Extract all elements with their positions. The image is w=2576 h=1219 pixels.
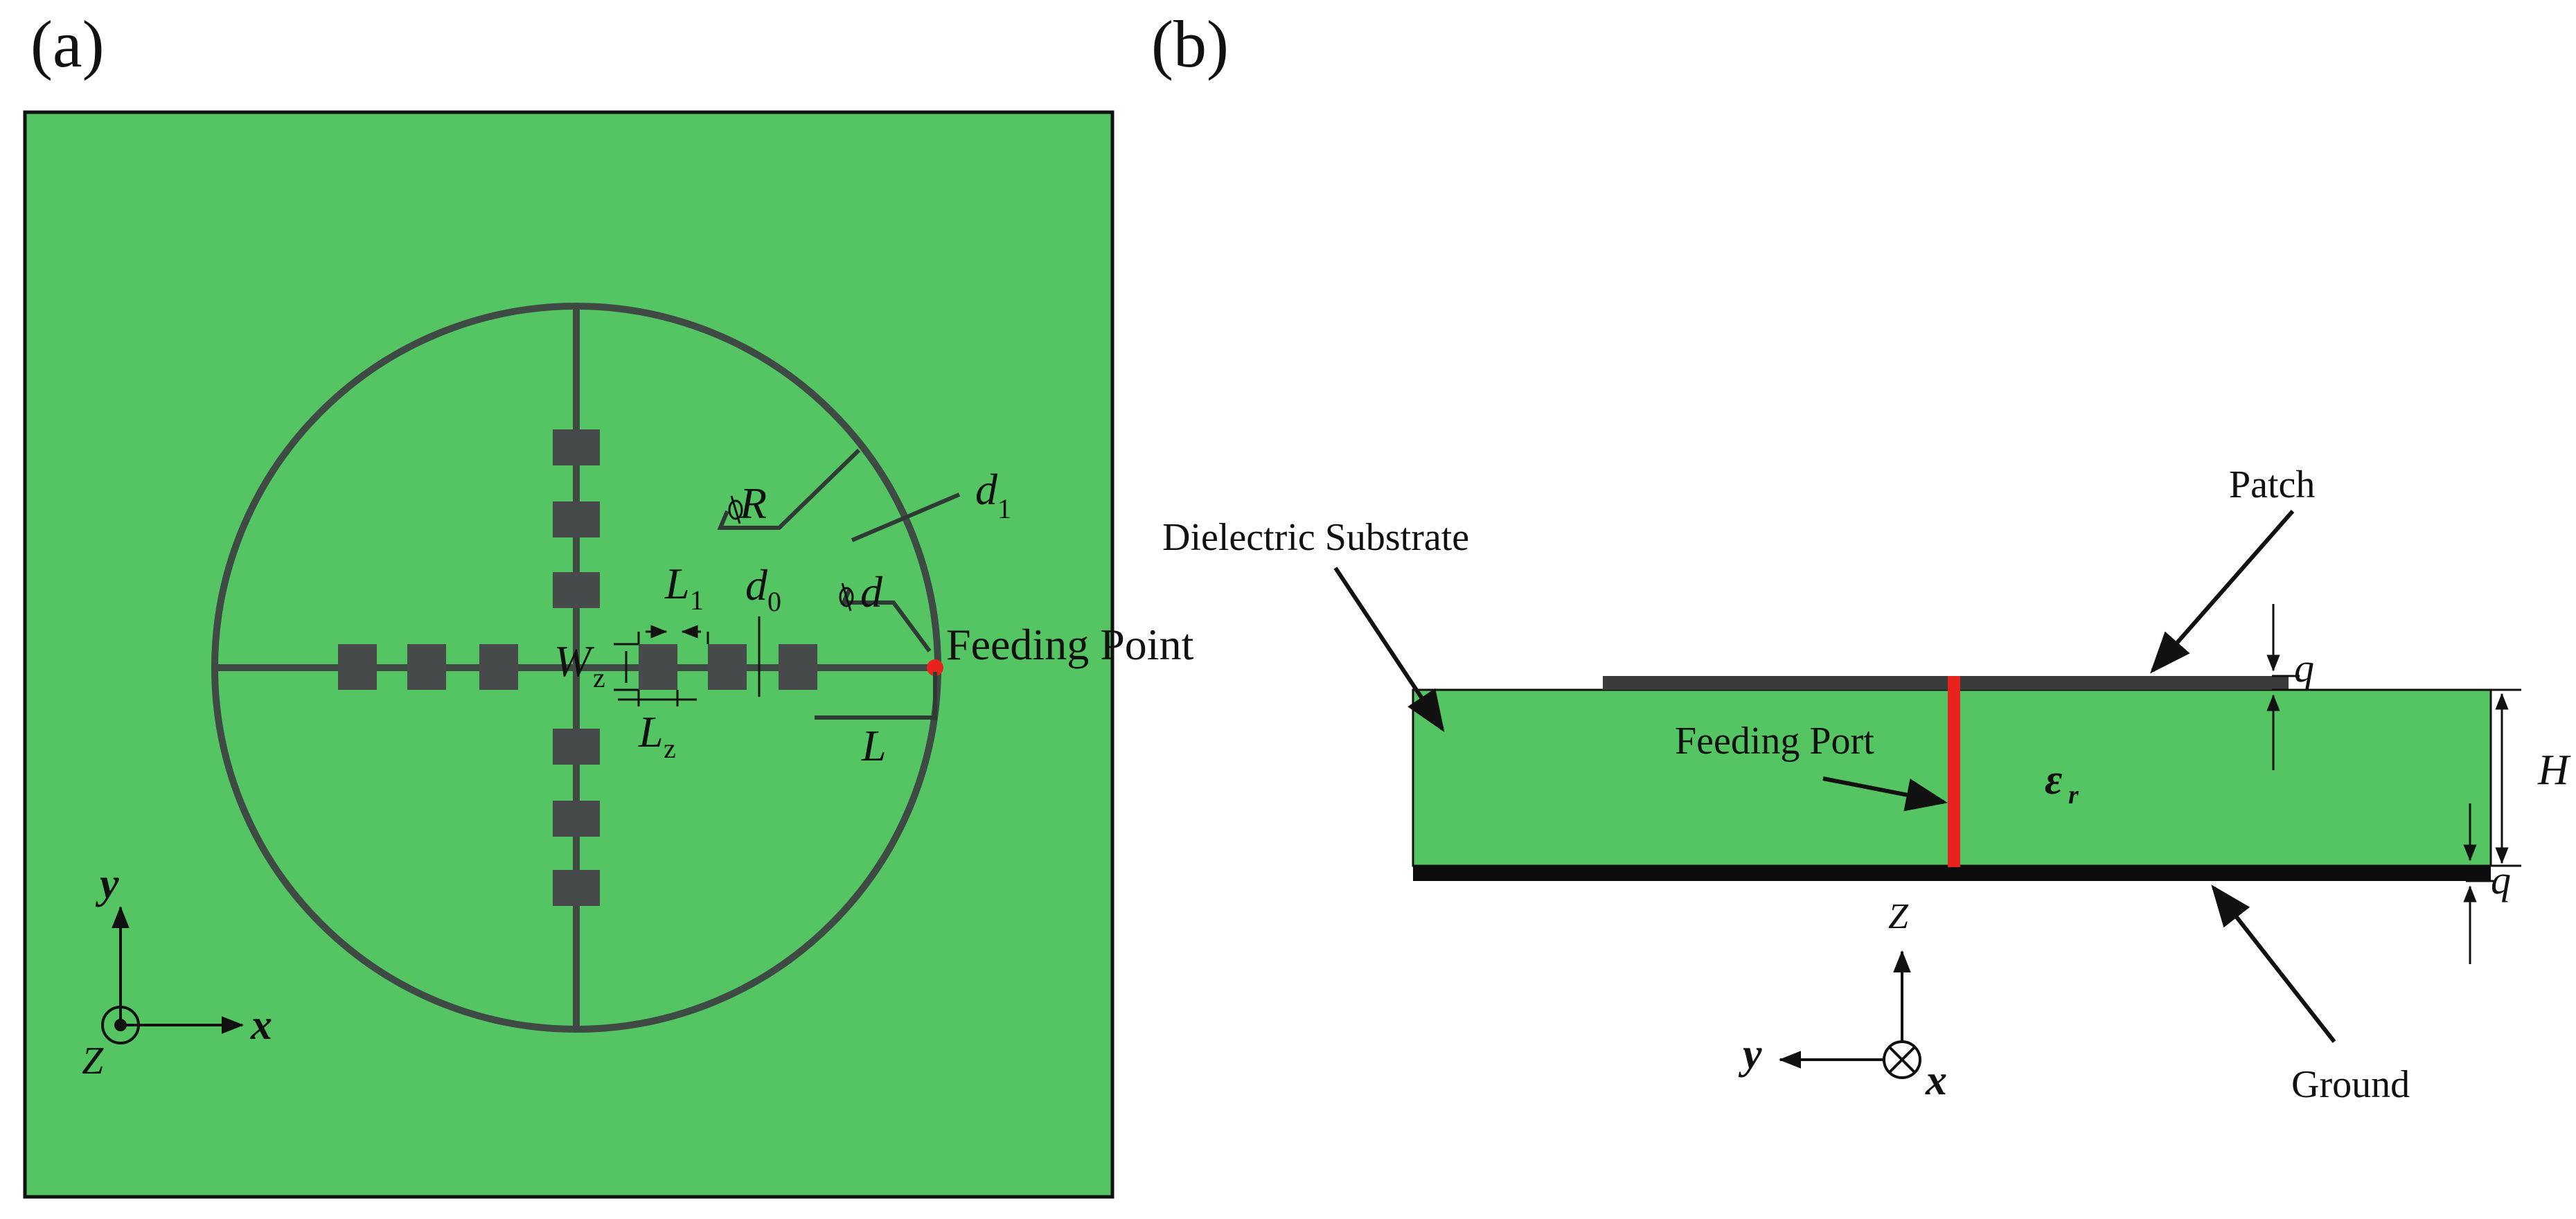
panel-b-dimensions [2266, 604, 2521, 964]
loading-patches [338, 429, 817, 906]
label-d1-sub: 1 [997, 493, 1011, 524]
phi-symbols [728, 495, 854, 612]
feeding-port-label: Feeding Port [1675, 720, 1874, 763]
ground-layer [1413, 866, 2491, 881]
feeding-point-dot [927, 659, 943, 676]
dimension-fine-lines [614, 616, 761, 706]
panel-a-labels: R d 1 d d 0 L 1 W z L z L Feeding Point [554, 465, 1194, 770]
axis-x-label-b: x [1925, 1057, 1947, 1104]
axis-x-label: x [250, 1002, 272, 1049]
H-label: H [2537, 747, 2571, 794]
label-Wz: W [554, 637, 595, 686]
panel-b: (b) [1151, 7, 2571, 1106]
label-d1: d [975, 465, 998, 514]
feeding-point-label: Feeding Point [946, 620, 1194, 669]
label-Wz-sub: z [593, 662, 605, 693]
q-bottom-label: q [2491, 857, 2511, 902]
panel-a-axes: y x Z [82, 860, 272, 1083]
feeding-port [1948, 676, 1960, 867]
label-d0: d [745, 560, 768, 610]
panel-a-tag: (a) [30, 7, 105, 81]
label-d: d [860, 567, 883, 616]
axis-y-label-b: y [1738, 1031, 1762, 1078]
label-L: L [861, 721, 887, 770]
label-Lz-sub: z [664, 733, 676, 764]
label-L1: L [664, 559, 690, 608]
panel-b-tag: (b) [1151, 7, 1229, 81]
substrate-top-view [23, 110, 1114, 1199]
ground-label: Ground [2291, 1063, 2410, 1106]
label-R: R [739, 479, 767, 528]
label-L1-sub: 1 [690, 585, 704, 616]
patch-label: Patch [2229, 463, 2315, 506]
label-d0-sub: 0 [767, 586, 781, 617]
panel-a: (a) [23, 7, 1194, 1199]
patch-layer [1603, 676, 2289, 690]
panel-b-axes: Z y x [1738, 897, 1947, 1104]
axis-z-label: Z [82, 1040, 104, 1083]
dielectric-substrate-label: Dielectric Substrate [1162, 516, 1469, 559]
axis-z-label-b: Z [1888, 897, 1909, 936]
label-Lz: L [638, 707, 664, 756]
q-top-label: q [2294, 646, 2314, 691]
epsilon-sub-label: r [2068, 781, 2079, 810]
panel-b-leaders [1333, 510, 2336, 1043]
epsilon-label: ε [2045, 756, 2062, 803]
panel-b-labels: Patch Dielectric Substrate Feeding Port … [1162, 463, 2571, 1106]
